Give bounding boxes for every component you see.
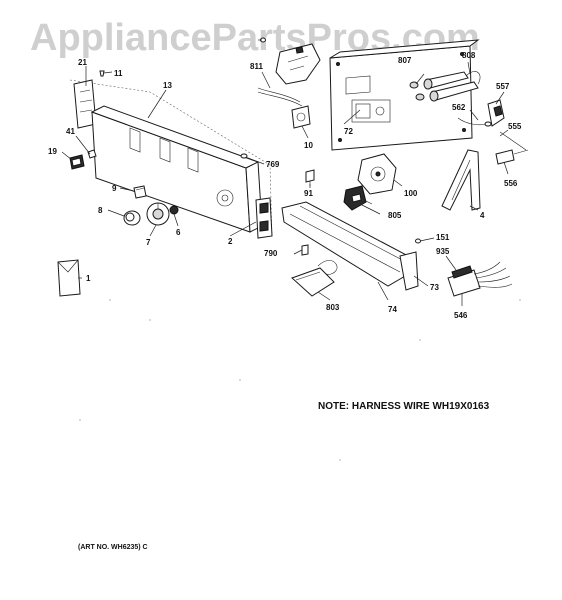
part-557-valve <box>487 99 505 127</box>
callout-9: 9 <box>112 184 117 193</box>
part-808-inlet-hoses <box>423 71 481 102</box>
part-151-screw <box>415 238 421 244</box>
part-13-control-panel <box>90 105 263 233</box>
callout-557: 557 <box>496 82 510 91</box>
part-41-clip <box>87 149 97 159</box>
speck <box>79 419 81 421</box>
callout-556: 556 <box>504 179 518 188</box>
callout-72: 72 <box>344 127 353 136</box>
speck <box>339 459 341 461</box>
callout-91: 91 <box>304 189 313 198</box>
callout-labels: 21 11 13 41 19 9 8 7 6 2 1 769 811 10 91… <box>48 51 522 320</box>
callout-73: 73 <box>430 283 439 292</box>
callout-562: 562 <box>452 103 466 112</box>
callout-935: 935 <box>436 247 450 256</box>
part-556-resistor <box>495 149 529 165</box>
speck <box>419 339 421 341</box>
art-number: (ART NO. WH6235) C <box>78 544 148 551</box>
callout-151: 151 <box>436 233 450 242</box>
callout-8: 8 <box>98 206 103 215</box>
callout-1: 1 <box>86 274 91 283</box>
speck <box>149 319 151 321</box>
callout-811: 811 <box>250 62 263 71</box>
part-8-knob <box>123 210 141 226</box>
part-72-backsplash <box>329 39 480 151</box>
callout-4: 4 <box>480 211 485 220</box>
callout-11: 11 <box>114 69 123 78</box>
callout-7: 7 <box>146 238 151 247</box>
leader-lines <box>61 39 509 306</box>
callout-790: 790 <box>264 249 278 258</box>
callout-13: 13 <box>163 81 172 90</box>
callout-805: 805 <box>388 211 402 220</box>
part-790-clip <box>301 244 309 256</box>
callout-2: 2 <box>228 237 233 246</box>
part-546-wire-harness <box>447 261 513 297</box>
callout-10: 10 <box>304 141 313 150</box>
part-803-bezel <box>291 260 338 297</box>
speck <box>239 379 241 381</box>
part-555-connector <box>499 131 527 151</box>
part-6-small-knob <box>169 205 179 215</box>
part-10-pressure-switch <box>291 105 311 129</box>
part-4-support-leg <box>441 149 481 211</box>
part-811-hose <box>257 87 303 107</box>
speck <box>519 299 521 301</box>
callout-769: 769 <box>266 160 280 169</box>
part-2-end-cap <box>255 197 273 239</box>
callout-546: 546 <box>454 311 468 320</box>
callout-74: 74 <box>388 305 397 314</box>
callout-555: 555 <box>508 122 522 131</box>
callout-808: 808 <box>462 51 476 60</box>
part-91-clip <box>305 169 315 186</box>
part-9-button <box>133 185 147 199</box>
callout-6: 6 <box>176 228 181 237</box>
callout-100: 100 <box>404 189 418 198</box>
speck <box>109 299 111 301</box>
callout-21: 21 <box>78 58 87 67</box>
part-7-dial <box>146 202 170 226</box>
callout-807: 807 <box>398 56 412 65</box>
part-5-bracket <box>275 43 321 85</box>
callout-803: 803 <box>326 303 340 312</box>
part-1-literature-pack <box>57 259 81 297</box>
part-100-timer <box>357 153 397 195</box>
part-73-support <box>399 251 419 291</box>
callout-19: 19 <box>48 147 57 156</box>
part-11-screw <box>99 70 105 77</box>
callout-41: 41 <box>66 127 75 136</box>
harness-note: NOTE: HARNESS WIRE WH19X0163 <box>318 401 490 412</box>
part-562-clamp <box>457 117 492 127</box>
part-19-knob <box>69 154 85 170</box>
